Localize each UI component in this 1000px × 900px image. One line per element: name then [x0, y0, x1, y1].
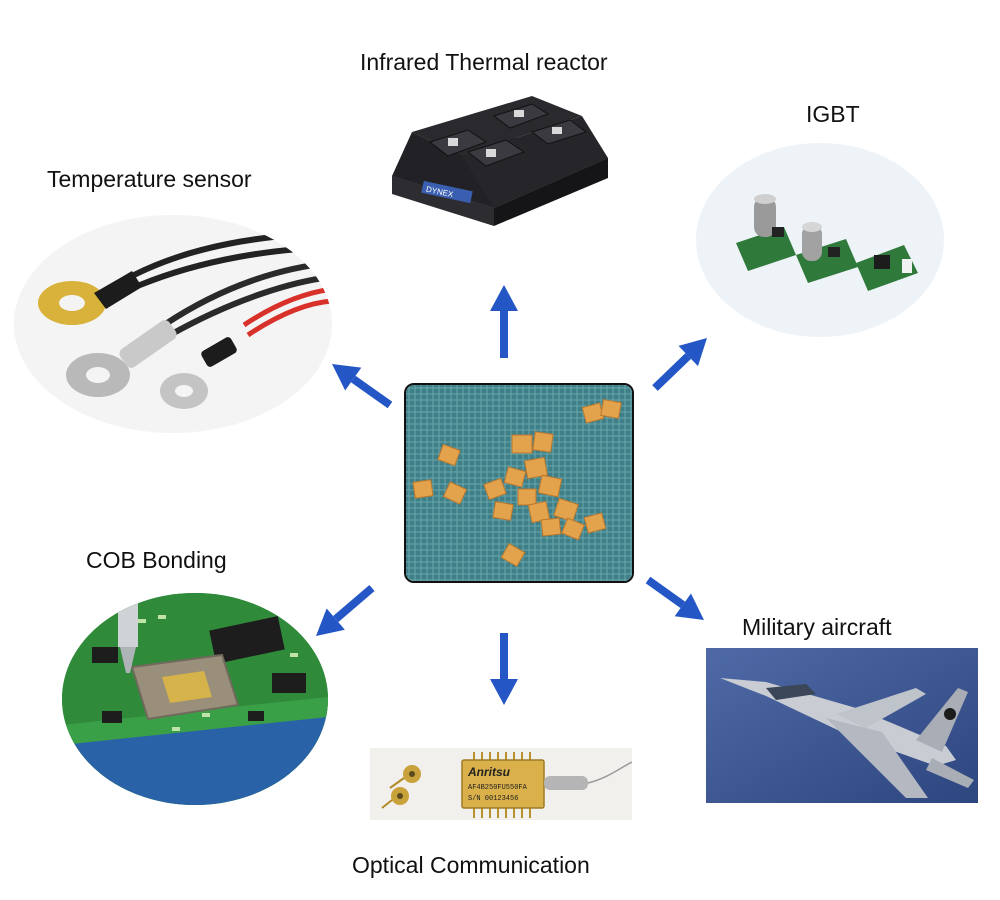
- sensor-boards-image: [696, 143, 944, 337]
- label-infrared-thermal-reactor: Infrared Thermal reactor: [360, 49, 608, 75]
- module-part-number-text: AF4B250FU550FA: [468, 784, 528, 792]
- label-military-aircraft: Military aircraft: [742, 614, 892, 640]
- laser-module-image: Anritsu AF4B250FU550FA S/N 00123456: [370, 748, 632, 820]
- arrow-military-head: [674, 593, 704, 620]
- center-chip-image: [404, 383, 634, 583]
- ring-terminal-sensors-image: [14, 215, 332, 433]
- label-cob-bonding: COB Bonding: [86, 547, 227, 573]
- arrow-up-infrared-head: [490, 285, 518, 311]
- arrow-igbt-head: [678, 338, 707, 367]
- module-brand-text: Anritsu: [467, 765, 511, 779]
- label-igbt: IGBT: [806, 101, 860, 127]
- label-temperature-sensor: Temperature sensor: [47, 166, 252, 192]
- arrow-military-shaft: [645, 576, 686, 609]
- arrow-temperature-head: [332, 364, 362, 391]
- label-optical-communication: Optical Communication: [352, 852, 590, 878]
- arrow-down-optical-head: [490, 679, 518, 705]
- power-module-image: DYNEX: [382, 86, 618, 228]
- circuit-board-image: [62, 593, 328, 805]
- arrow-cob-head: [316, 608, 345, 636]
- arrow-cob-shaft: [333, 584, 375, 623]
- arrow-igbt-shaft: [652, 353, 692, 391]
- arrow-temperature-shaft: [350, 375, 393, 409]
- jet-image: [706, 648, 978, 803]
- module-serial-number-text: S/N 00123456: [468, 795, 518, 803]
